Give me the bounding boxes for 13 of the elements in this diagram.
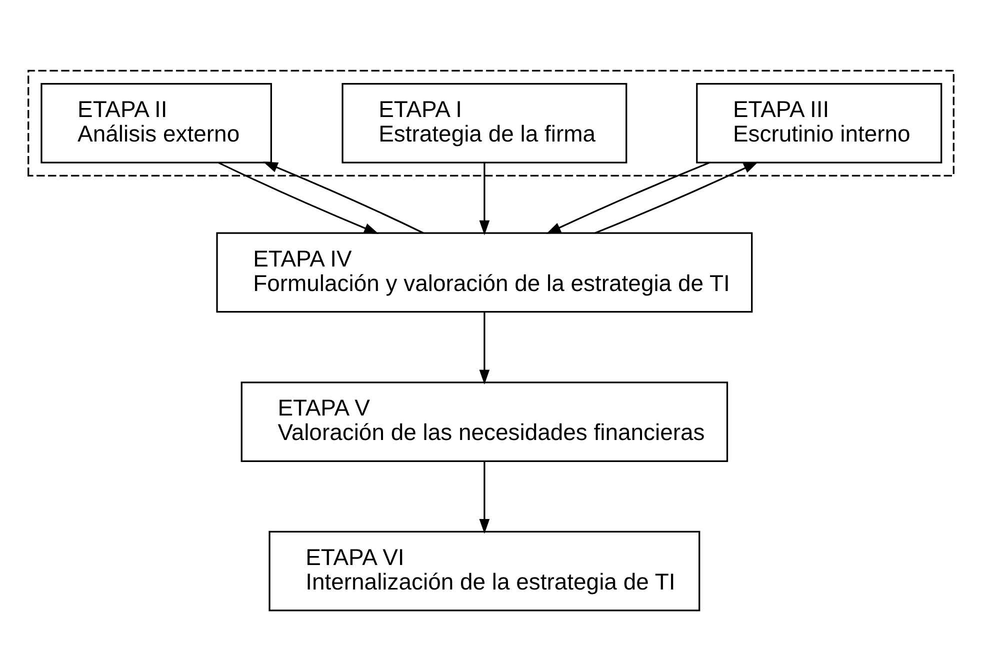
arrow xyxy=(594,161,758,234)
arrow xyxy=(546,161,710,234)
node-box: ETAPA II Análisis externo xyxy=(40,82,272,163)
node-box: ETAPA I Estrategia de la firma xyxy=(342,82,628,163)
node-box: ETAPA IV Formulación y valoración de la estrategia de TI xyxy=(216,232,753,312)
arrow xyxy=(479,461,490,534)
arrow xyxy=(263,161,424,234)
node-box: ETAPA VI Internalización de la estrategia de TI xyxy=(268,530,700,611)
node-box: ETAPA V Valoración de las necesidades financieras xyxy=(240,381,728,462)
node-box: ETAPA III Escrutinio interno xyxy=(696,82,942,163)
cluster xyxy=(28,69,954,176)
arrow xyxy=(479,312,490,384)
arrow xyxy=(479,162,490,235)
